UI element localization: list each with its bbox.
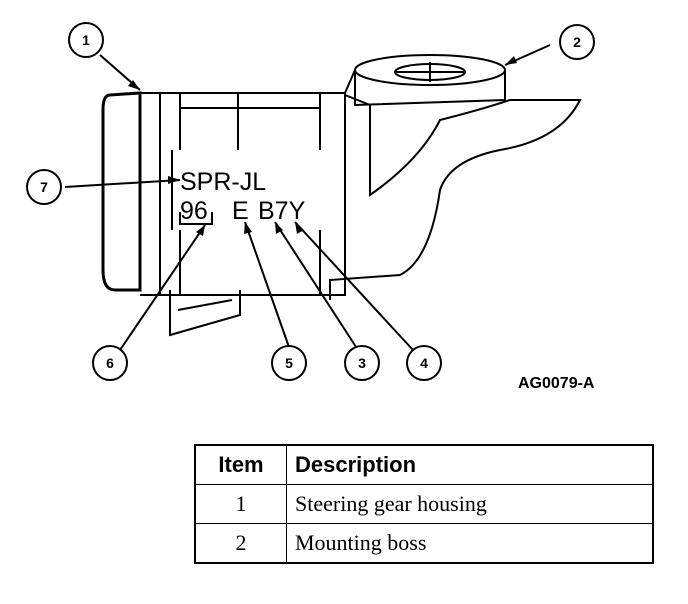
legend-item: 2 bbox=[194, 523, 287, 564]
figure-id: AG0079-A bbox=[518, 375, 595, 392]
legend-description: Steering gear housing bbox=[286, 484, 654, 524]
table-row: 2 Mounting boss bbox=[194, 523, 654, 564]
arrowheads bbox=[128, 56, 517, 236]
stamp-line1: SPR-JL bbox=[180, 168, 266, 196]
svg-text:5: 5 bbox=[285, 355, 293, 371]
callout-7: 7 bbox=[26, 169, 62, 205]
stamp-year: 96 bbox=[180, 197, 208, 225]
callout-4: 4 bbox=[406, 345, 442, 381]
callout-6: 6 bbox=[92, 345, 128, 381]
svg-text:7: 7 bbox=[40, 179, 48, 195]
legend-table: Item Description 1 Steering gear housing… bbox=[194, 444, 654, 564]
callout-2: 2 bbox=[559, 24, 595, 60]
svg-text:4: 4 bbox=[420, 355, 428, 371]
svg-text:1: 1 bbox=[82, 32, 90, 48]
legend-header-description: Description bbox=[286, 444, 654, 485]
stamp-code: B7Y bbox=[258, 197, 306, 225]
year-bracket bbox=[179, 212, 213, 225]
svg-text:6: 6 bbox=[106, 355, 114, 371]
legend-header-item: Item bbox=[194, 444, 287, 485]
stamp-letter: E bbox=[232, 197, 249, 225]
svg-text:3: 3 bbox=[358, 355, 366, 371]
table-row: 1 Steering gear housing bbox=[194, 484, 654, 524]
callout-1: 1 bbox=[68, 22, 104, 58]
callout-3: 3 bbox=[344, 345, 380, 381]
steering-gear-diagram: SPR-JL 96 E B7Y 1 2 3 4 5 bbox=[26, 22, 595, 392]
steering-gear-housing-drawing bbox=[101, 54, 582, 337]
legend-header-row: Item Description bbox=[194, 444, 654, 485]
svg-text:2: 2 bbox=[573, 34, 581, 50]
callout-5: 5 bbox=[271, 345, 307, 381]
legend-item: 1 bbox=[194, 484, 287, 524]
legend-description: Mounting boss bbox=[286, 523, 654, 564]
